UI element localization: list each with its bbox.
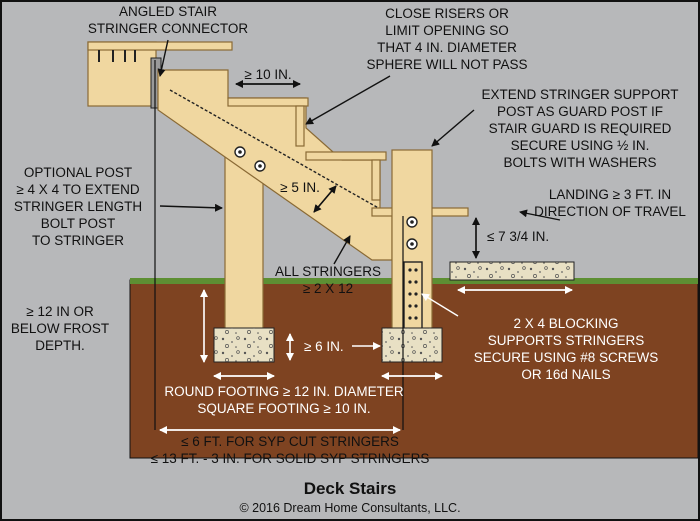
label-optional-1: OPTIONAL POST — [24, 165, 132, 180]
label-optional-3: STRINGER LENGTH — [14, 199, 142, 214]
label-risers-3: THAT 4 IN. DIAMETER — [377, 40, 517, 55]
label-span-2: ≤ 13 FT. - 3 IN. FOR SOLID SYP STRINGERS — [151, 451, 430, 466]
label-risers-4: SPHERE WILL NOT PASS — [366, 57, 527, 72]
leader-lines — [154, 39, 561, 430]
label-frost-1: ≥ 12 IN OR — [26, 304, 94, 319]
blocking-screws — [408, 268, 418, 320]
label-all-stringers-1: ALL STRINGERS — [275, 264, 381, 279]
label-span-1: ≤ 6 FT. FOR SYP CUT STRINGERS — [181, 434, 399, 449]
label-risers-2: LIMIT OPENING SO — [385, 23, 509, 38]
stringer-cut-line — [169, 89, 383, 211]
label-blocking-1: 2 X 4 BLOCKING — [513, 316, 618, 331]
2x4-blocking — [403, 261, 423, 335]
label-footing-height: ≥ 6 IN. — [304, 339, 344, 354]
rim-fasteners — [98, 50, 136, 62]
stringer-bolts — [234, 146, 266, 172]
label-support-1: EXTEND STRINGER SUPPORT — [481, 87, 678, 102]
label-landing-2: DIRECTION OF TRAVEL — [534, 204, 686, 219]
label-blocking-2: SUPPORTS STRINGERS — [488, 333, 645, 348]
label-support-5: BOLTS WITH WASHERS — [503, 155, 656, 170]
label-risers-1: CLOSE RISERS OR — [385, 6, 509, 21]
footing-left-texture — [214, 328, 274, 362]
label-landing-1: LANDING ≥ 3 FT. IN — [549, 187, 671, 202]
label-connector-2: STRINGER CONNECTOR — [88, 21, 249, 36]
text-labels: ANGLED STAIR STRINGER CONNECTOR CLOSE RI… — [11, 4, 687, 515]
label-support-3: STAIR GUARD IS REQUIRED — [489, 121, 672, 136]
label-connector-1: ANGLED STAIR — [119, 4, 217, 19]
copyright: © 2016 Dream Home Consultants, LLC. — [239, 501, 460, 515]
label-optional-5: TO STRINGER — [32, 233, 124, 248]
label-tread-depth: ≥ 10 IN. — [244, 67, 291, 82]
label-optional-2: ≥ 4 X 4 TO EXTEND — [16, 182, 139, 197]
riser-1 — [295, 105, 305, 147]
riser-2 — [371, 159, 381, 201]
label-support-2: POST AS GUARD POST IF — [497, 104, 663, 119]
label-stringer-depth: ≥ 5 IN. — [280, 180, 320, 195]
label-all-stringers-2: ≥ 2 X 12 — [303, 281, 353, 296]
label-frost-2: BELOW FROST — [11, 321, 109, 336]
top-tread — [87, 41, 233, 51]
label-footing-1: ROUND FOOTING ≥ 12 IN. DIAMETER — [164, 384, 403, 399]
label-riser-height: ≤ 7 3/4 IN. — [487, 229, 549, 244]
diagram-title: Deck Stairs — [304, 479, 397, 498]
tread-2 — [227, 97, 309, 107]
label-blocking-3: SECURE USING #8 SCREWS — [474, 350, 659, 365]
label-optional-4: BOLT POST — [41, 216, 116, 231]
footing-right-texture — [382, 328, 442, 362]
label-frost-3: DEPTH. — [35, 338, 85, 353]
tread-3 — [305, 151, 387, 161]
label-blocking-4: OR 16d NAILS — [521, 367, 610, 382]
support-post-bolts — [406, 216, 418, 250]
label-footing-2: SQUARE FOOTING ≥ 10 IN. — [197, 401, 370, 416]
soil-dimension-lines — [159, 286, 573, 434]
landing-slab-texture — [450, 262, 574, 280]
label-support-4: SECURE USING ½ IN. — [511, 138, 650, 153]
